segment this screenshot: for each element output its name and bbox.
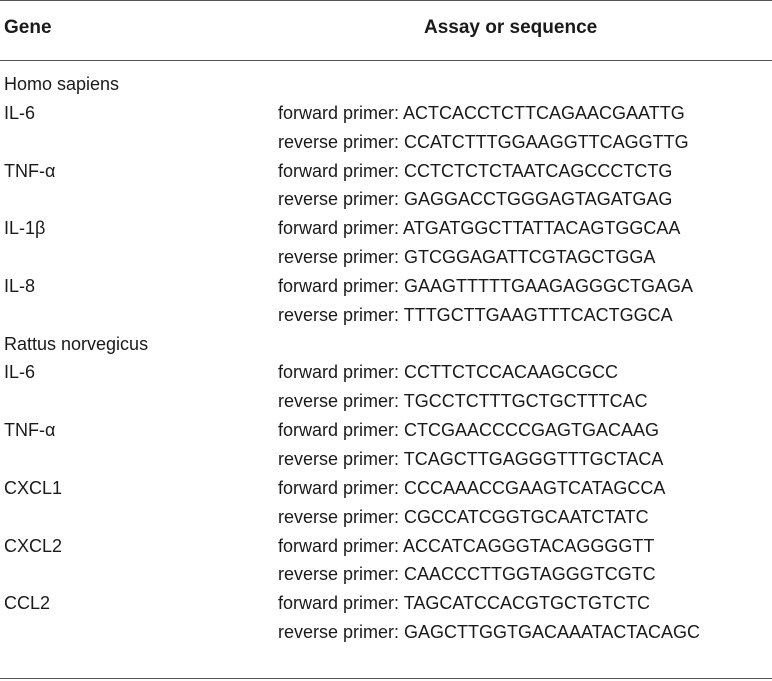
sequence-cell: forward primer: ACTCACCTCTTCAGAACGAATTG <box>278 102 685 123</box>
sequence-cell: forward primer: ATGATGGCTTATTACAGTGGCAA <box>278 218 681 239</box>
sequence-cell: forward primer: CTCGAACCCCGAGTGACAAG <box>278 420 660 441</box>
gene-cell: TNF-α <box>4 160 56 181</box>
sequence-cell: reverse primer: GAGGACCTGGGAGTAGATGAG <box>278 189 673 210</box>
table-row: Rattus norvegicus <box>0 330 772 359</box>
sequence-cell: reverse primer: GAGCTTGGTGACAAATACTACAGC <box>278 622 701 643</box>
sequence-cell: forward primer: CCCAAACCGAAGTCATAGCCA <box>278 477 666 498</box>
table-row: IL-6 forward primer: ACTCACCTCTTCAGAACGA… <box>0 99 772 128</box>
sequence-cell: forward primer: CCTCTCTCTAATCAGCCCTCTG <box>278 160 673 181</box>
header-rule <box>0 60 772 61</box>
table-row: IL-6 forward primer: CCTTCTCCACAAGCGCC <box>0 358 772 387</box>
sequence-cell: forward primer: ACCATCAGGGTACAGGGGTT <box>278 535 655 556</box>
sequence-cell: reverse primer: TTTGCTTGAAGTTTCACTGGCA <box>278 304 673 325</box>
sequence-cell: reverse primer: CAACCCTTGGTAGGGTCGTC <box>278 564 656 585</box>
table-row: reverse primer: CCATCTTTGGAAGGTTCAGGTTG <box>0 128 772 157</box>
table-row: TNF-α forward primer: CCTCTCTCTAATCAGCCC… <box>0 157 772 186</box>
sequence-cell: reverse primer: TGCCTCTTTGCTGCTTTCAC <box>278 391 648 412</box>
gene-cell: CCL2 <box>4 593 51 614</box>
sequence-cell: forward primer: CCTTCTCCACAAGCGCC <box>278 362 619 383</box>
table-row: reverse primer: GTCGGAGATTCGTAGCTGGA <box>0 243 772 272</box>
table-row: reverse primer: GAGGACCTGGGAGTAGATGAG <box>0 185 772 214</box>
gene-cell: IL-1β <box>4 218 46 239</box>
bottom-rule <box>0 678 772 679</box>
sequence-cell: forward primer: GAAGTTTTTGAAGAGGGCTGAGA <box>278 275 694 296</box>
table-row: reverse primer: TGCCTCTTTGCTGCTTTCAC <box>0 387 772 416</box>
sequence-cell: forward primer: TAGCATCCACGTGCTGTCTC <box>278 593 651 614</box>
sequence-cell: reverse primer: GTCGGAGATTCGTAGCTGGA <box>278 247 656 268</box>
table-row: CCL2 forward primer: TAGCATCCACGTGCTGTCT… <box>0 589 772 618</box>
table-row: reverse primer: TTTGCTTGAAGTTTCACTGGCA <box>0 301 772 330</box>
gene-cell: IL-8 <box>4 275 36 296</box>
gene-cell: CXCL1 <box>4 477 63 498</box>
table-row: reverse primer: CAACCCTTGGTAGGGTCGTC <box>0 560 772 589</box>
header-assay: Assay or sequence <box>424 17 598 38</box>
gene-cell: IL-6 <box>4 362 36 383</box>
species-label: Rattus norvegicus <box>4 333 149 354</box>
table-row: CXCL1 forward primer: CCCAAACCGAAGTCATAG… <box>0 474 772 503</box>
table-header: Gene Assay or sequence <box>0 14 772 44</box>
table-row: reverse primer: TCAGCTTGAGGGTTTGCTACA <box>0 445 772 474</box>
gene-cell: IL-6 <box>4 102 36 123</box>
gene-cell: CXCL2 <box>4 535 63 556</box>
species-label: Homo sapiens <box>4 74 120 94</box>
sequence-cell: reverse primer: CCATCTTTGGAAGGTTCAGGTTG <box>278 131 689 152</box>
header-gene: Gene <box>4 17 52 38</box>
table-row: reverse primer: GAGCTTGGTGACAAATACTACAGC <box>0 618 772 647</box>
table-row: IL-1β forward primer: ATGATGGCTTATTACAGT… <box>0 214 772 243</box>
table-row: TNF-α forward primer: CTCGAACCCCGAGTGACA… <box>0 416 772 445</box>
table-row: reverse primer: CGCCATCGGTGCAATCTATC <box>0 503 772 532</box>
table-row: IL-8 forward primer: GAAGTTTTTGAAGAGGGCT… <box>0 272 772 301</box>
table-row: Homo sapiens <box>0 70 772 99</box>
gene-cell: TNF-α <box>4 420 56 441</box>
sequence-cell: reverse primer: TCAGCTTGAGGGTTTGCTACA <box>278 448 664 469</box>
table-row: CXCL2 forward primer: ACCATCAGGGTACAGGGG… <box>0 532 772 561</box>
table-body: Homo sapiens IL-6 forward primer: ACTCAC… <box>0 70 772 647</box>
top-rule <box>0 0 772 1</box>
sequence-cell: reverse primer: CGCCATCGGTGCAATCTATC <box>278 506 649 527</box>
